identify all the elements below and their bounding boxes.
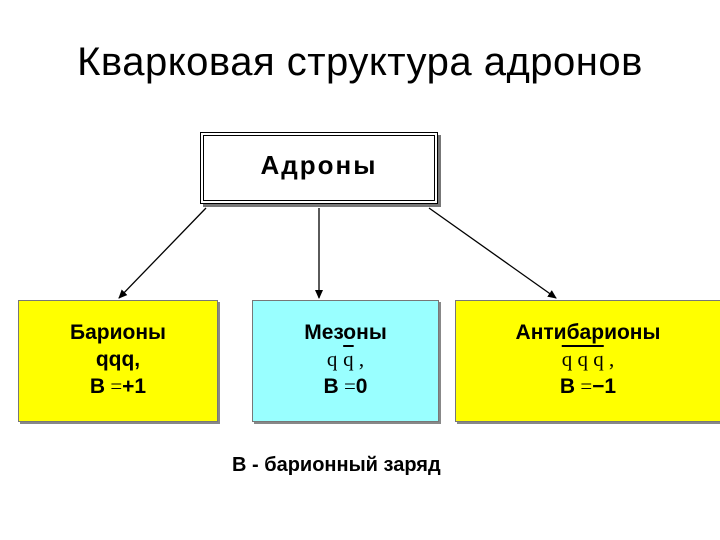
antibaryons-box: Антибарионы q q q , B =−1 (455, 300, 720, 422)
mesons-label: Мезоны (304, 321, 387, 344)
legend-symbol: B (232, 454, 247, 476)
legend-text: - барионный заряд (246, 454, 441, 476)
legend-note: B - барионный заряд (232, 454, 441, 477)
antibaryons-label: Антибарионы (515, 321, 661, 344)
antibaryons-charge: B =−1 (559, 374, 617, 398)
mesons-box: Мезоны q q , B =0 (252, 300, 439, 422)
hadrons-label: Адроны (260, 150, 378, 180)
hadrons-box: Адроны (200, 132, 438, 204)
mesons-quarks: q q , (326, 347, 365, 371)
antibaryons-quarks: q q q , (561, 347, 615, 371)
baryons-charge: B =+1 (89, 374, 147, 398)
baryons-label: Барионы (70, 321, 166, 344)
mesons-charge: B =0 (323, 374, 368, 398)
baryons-box: Барионы qqq, B =+1 (18, 300, 218, 422)
arrow-to-antibaryons (428, 207, 557, 299)
arrow-to-baryons (118, 207, 207, 299)
baryons-quarks: qqq, (95, 348, 141, 371)
slide-title: Кварковая структура адронов (77, 40, 643, 84)
